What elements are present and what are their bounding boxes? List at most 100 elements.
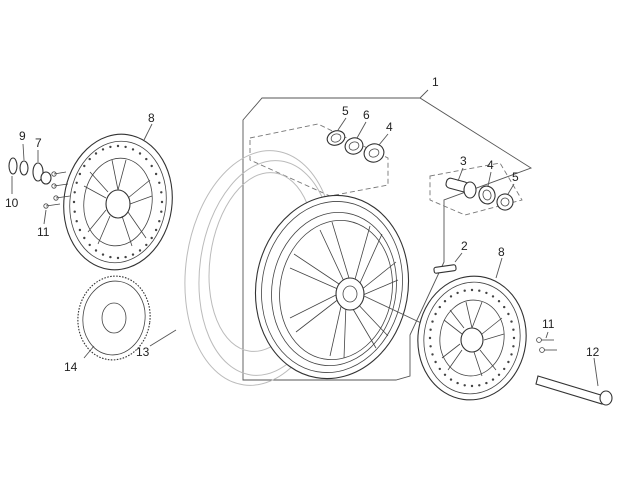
disc-hole [503,305,506,309]
disc-hole [463,289,466,292]
disc-hole [88,157,91,161]
callout-8-left: 8 [148,111,155,125]
disc-hole [431,353,434,356]
disc-hole [503,367,506,371]
disc-hole [158,220,161,223]
disc-hole [443,300,447,303]
disc-hole [72,200,76,204]
left-bearing-set [326,117,389,163]
disc-hole [512,345,515,348]
callout-5-left: 5 [342,104,349,118]
callout-5-right: 5 [512,170,519,184]
callout-10: 10 [5,196,19,210]
disc-hole [456,381,459,385]
callout-3: 3 [460,154,467,168]
disc-hole [109,145,112,149]
disc-hole [124,255,127,259]
disc-hole [429,328,432,331]
disc-hole [158,181,161,184]
brake-disc-left [63,123,173,271]
disc-hole [497,373,501,376]
disc-hole [443,373,447,376]
disc-hole [478,289,481,292]
assembly-outline [242,97,533,381]
disc-hole [497,300,501,303]
disc-hole [456,291,459,295]
disc-hole [470,384,474,388]
disc-hole [124,145,127,149]
callout-labels: 1 2 3 4 4 5 5 6 7 8 8 9 10 11 11 12 13 1… [5,75,600,374]
left-hardware [8,143,71,225]
disc-hole [88,243,91,247]
disc-hole [94,152,98,155]
disc-hole [154,228,158,232]
disc-hole [101,148,105,151]
bearing-group-left-dashed [249,123,389,197]
disc-hole [160,210,163,213]
disc-perforations [72,144,516,388]
disc-hole [428,336,432,340]
disc-hole [75,220,78,223]
brake-disc-right [417,257,527,401]
right-bolts [536,331,557,353]
disc-hole [116,256,120,260]
disc-hole [138,152,142,155]
disc-hole [429,345,432,348]
disc-hole [131,148,135,151]
callout-6: 6 [363,108,370,122]
callout-9: 9 [19,129,26,143]
disc-hole [485,291,488,295]
disc-hole [145,243,148,247]
callout-11-left: 11 [37,225,50,239]
disc-hole [101,253,105,256]
spacer-pin [433,252,463,274]
disc-hole [463,384,466,387]
disc-hole [510,320,513,323]
wheel-hub [335,277,365,311]
callout-7: 7 [35,136,42,150]
disc-hole [116,144,120,148]
disc-hole [145,157,148,161]
disc-hole [438,305,441,309]
disc-hole [78,228,82,232]
disc-hole [478,384,481,387]
wheel-axle [535,357,613,406]
callout-8-right: 8 [498,245,505,259]
disc-hole [150,164,153,168]
disc-hole [138,249,142,252]
disc-hole [434,360,437,364]
disc-hole [75,181,78,184]
disc-hole [470,288,474,292]
disc-hole [512,336,516,340]
callout-1: 1 [432,75,439,89]
callout-2: 2 [461,239,468,253]
disc-hole [507,312,510,316]
callout-12: 12 [586,345,600,359]
disc-hole [73,191,76,194]
disc-hole [109,255,112,259]
disc-hole [78,172,82,176]
disc-hole [94,249,98,252]
disc-hole [438,367,441,371]
wheel-rim [254,194,437,380]
disc-hole [510,353,513,356]
callout-4-right: 4 [487,158,494,172]
callout-4-left: 4 [386,120,393,134]
disc-hole [160,200,164,204]
disc-hole [507,360,510,364]
disc-hole [449,295,453,298]
disc-hole [491,378,495,381]
disc-hole [431,320,434,323]
disc-hole [154,172,158,176]
callout-11-right: 11 [542,317,555,331]
abs-tone-ring [77,275,151,361]
disc-hole [160,191,163,194]
disc-hole [449,378,453,381]
disc-hole [83,236,86,240]
disc-hole [73,210,76,213]
disc-hole [434,312,437,316]
callout-14: 14 [64,360,78,374]
callout-13: 13 [136,345,150,359]
right-bearing-set [445,167,515,211]
